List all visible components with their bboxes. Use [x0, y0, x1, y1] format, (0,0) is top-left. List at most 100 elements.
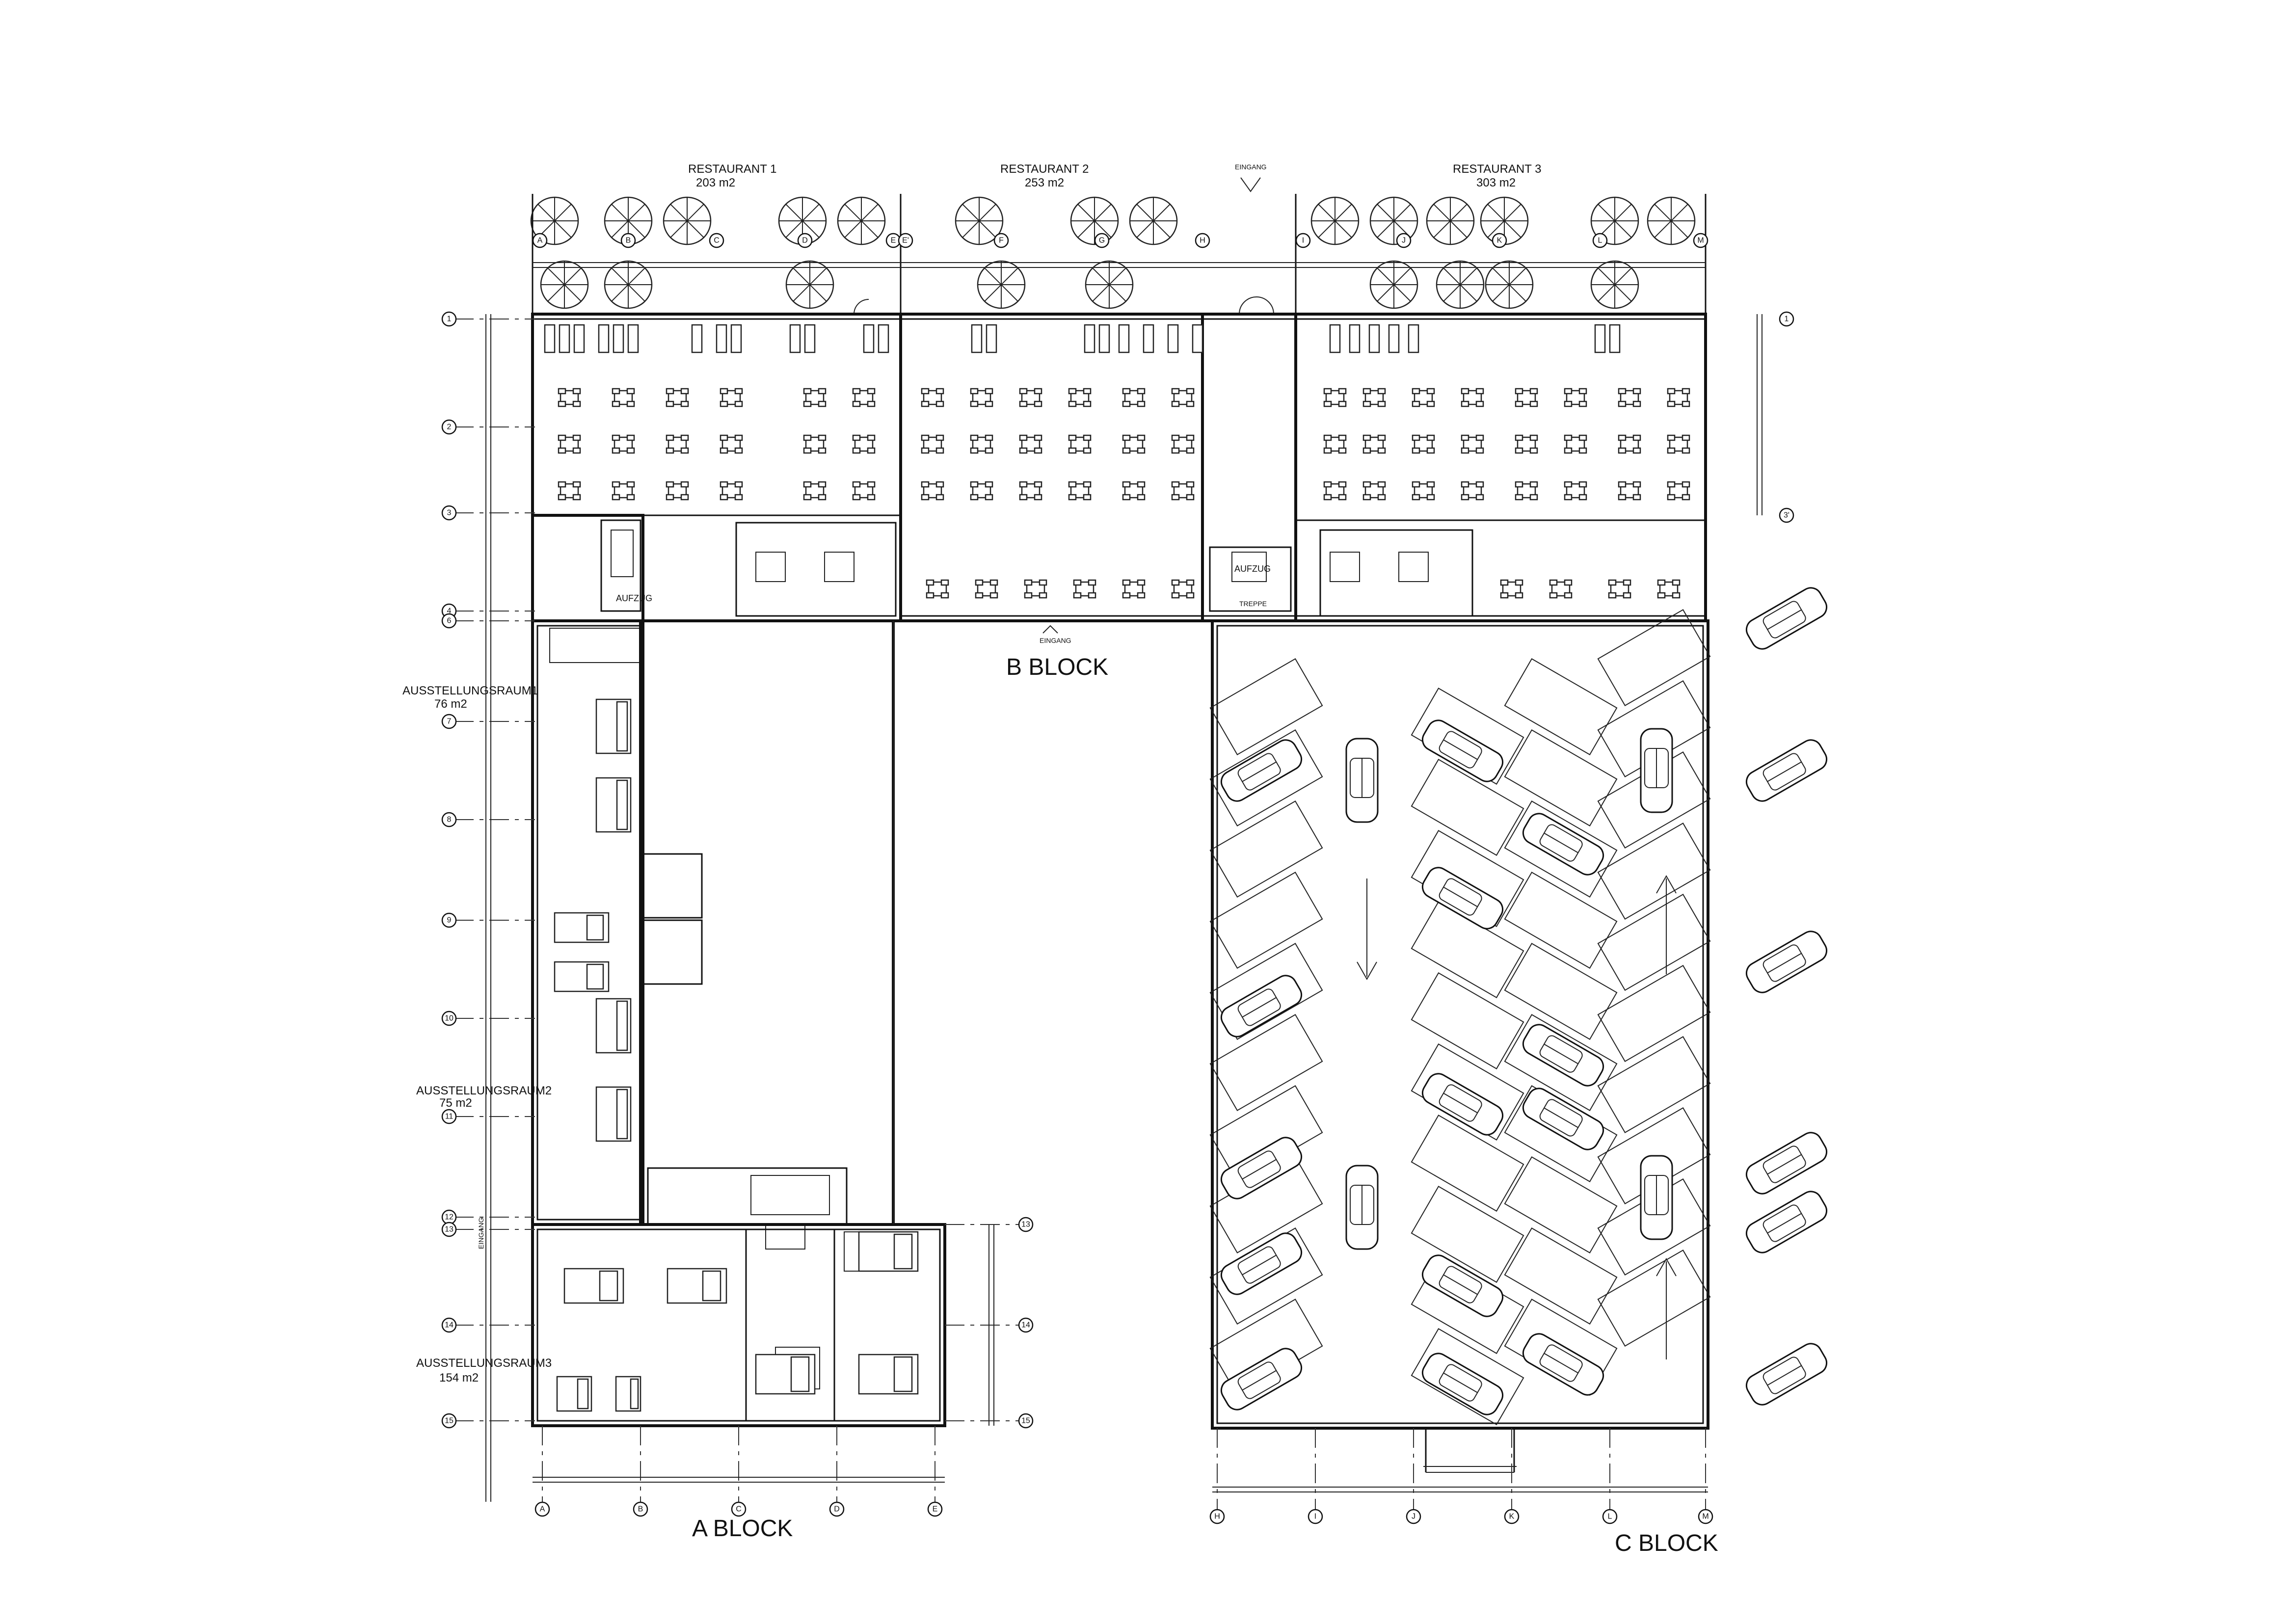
car-icon [1522, 813, 1604, 876]
tree-icon [1436, 260, 1485, 309]
grid-bubble-col: L [1602, 1509, 1618, 1524]
table-set [666, 481, 689, 501]
svg-text:AUFZUG: AUFZUG [1234, 564, 1271, 574]
grid-bubble-col: A [532, 233, 548, 248]
table-set [1323, 481, 1347, 501]
table-set [970, 388, 993, 407]
table-set [1019, 481, 1042, 501]
tree-icon [1426, 196, 1475, 245]
table-set [1068, 481, 1092, 501]
grid-bubble-col: J [1406, 1509, 1421, 1524]
car-icon [1745, 587, 1828, 650]
svg-text:154 m2: 154 m2 [439, 1371, 479, 1384]
table-set [921, 388, 944, 407]
svg-text:K: K [1509, 1513, 1515, 1521]
grid-bubble-col: G [1094, 233, 1110, 248]
svg-text:13: 13 [445, 1225, 454, 1234]
svg-text:B: B [638, 1505, 643, 1514]
desk [554, 912, 610, 943]
booth-seat [613, 324, 624, 353]
restaurant-2-title: RESTAURANT 2 253 m2 [1000, 162, 1089, 189]
parking-space [1504, 1014, 1618, 1111]
booth-seat [573, 324, 585, 353]
parking-space [1504, 729, 1618, 826]
table-set [1323, 434, 1347, 454]
grid-bubble-col: C [709, 233, 724, 248]
tree-icon [1085, 260, 1134, 309]
terrace-trees [530, 196, 1696, 309]
grid-bubble-row: 15 [1018, 1413, 1034, 1429]
restaurant-1-title: RESTAURANT 1 203 m2 [688, 162, 776, 189]
table-set [1461, 481, 1484, 501]
svg-text:L: L [1598, 237, 1602, 245]
table-set [803, 481, 827, 501]
table-set [1171, 481, 1195, 501]
table-set [1171, 434, 1195, 454]
car-icon [1220, 1232, 1303, 1295]
car-icon [1220, 1137, 1303, 1199]
svg-text:AUSSTELLUNGSRAUM2: AUSSTELLUNGSRAUM2 [416, 1084, 552, 1097]
table-set [921, 434, 944, 454]
table-set [1667, 388, 1690, 407]
table-set [720, 481, 743, 501]
exhibition-room-3-label: AUSSTELLUNGSRAUM3 154 m2 [416, 1357, 552, 1384]
restaurant-tables [544, 324, 1690, 599]
car-icon [1220, 1348, 1303, 1411]
table-set [1461, 388, 1484, 407]
svg-text:12: 12 [445, 1213, 454, 1222]
car-icon [1745, 1343, 1828, 1406]
table-set [970, 481, 993, 501]
grid-bubble-col: I [1295, 233, 1311, 248]
table-set [666, 434, 689, 454]
table-set [970, 434, 993, 454]
table-set [1549, 579, 1573, 599]
table-set [1608, 579, 1631, 599]
booth-seat [863, 324, 875, 353]
parking-space [1411, 1186, 1524, 1283]
grid-bubble-row: 3' [1779, 507, 1794, 523]
booth-seat [691, 324, 703, 353]
car-icon [1745, 1191, 1828, 1253]
grid-bubble-row: 14 [441, 1317, 457, 1333]
booth-seat [1192, 324, 1203, 353]
svg-text:D: D [834, 1505, 840, 1514]
grid-bubble-col: I [1308, 1509, 1323, 1524]
svg-text:H: H [1200, 237, 1205, 245]
table-set [1500, 579, 1523, 599]
table-set [1323, 388, 1347, 407]
car-icon [1421, 867, 1504, 930]
table-set [1618, 388, 1641, 407]
car-icon [1421, 1073, 1504, 1136]
booth-seat [1349, 324, 1361, 353]
booth-seat [1368, 324, 1380, 353]
parking-space [1504, 943, 1618, 1040]
table-set [612, 434, 635, 454]
car-icon [1421, 1254, 1504, 1317]
svg-text:M: M [1702, 1513, 1709, 1521]
booth-seat [1098, 324, 1110, 353]
parking-space [1209, 1014, 1323, 1111]
svg-text:G: G [1099, 237, 1105, 245]
table-set [1657, 579, 1681, 599]
table-set [921, 481, 944, 501]
grid-bubble-col: J [1396, 233, 1412, 248]
parking-space [1504, 872, 1618, 969]
grid-bubble-row: 13 [441, 1222, 457, 1237]
tree-icon [1369, 260, 1418, 309]
table-set [612, 481, 635, 501]
svg-text:L: L [1608, 1513, 1612, 1521]
table-set [1362, 388, 1386, 407]
svg-text:7: 7 [447, 718, 452, 726]
grid-bubble-col: A [534, 1501, 550, 1517]
parking-space [1597, 965, 1711, 1062]
booth-seat [559, 324, 570, 353]
grid-bubble-col: B [620, 233, 636, 248]
car-icon [1421, 1353, 1504, 1415]
svg-text:AUSSTELLUNGSRAUM1: AUSSTELLUNGSRAUM1 [402, 684, 538, 697]
grid-bubble-col: K [1492, 233, 1507, 248]
table-set [926, 579, 949, 599]
grid-bubble-row: 10 [441, 1011, 457, 1026]
svg-text:I: I [1314, 1513, 1316, 1521]
grid-bubble-col: L [1592, 233, 1608, 248]
booth-seat [986, 324, 997, 353]
